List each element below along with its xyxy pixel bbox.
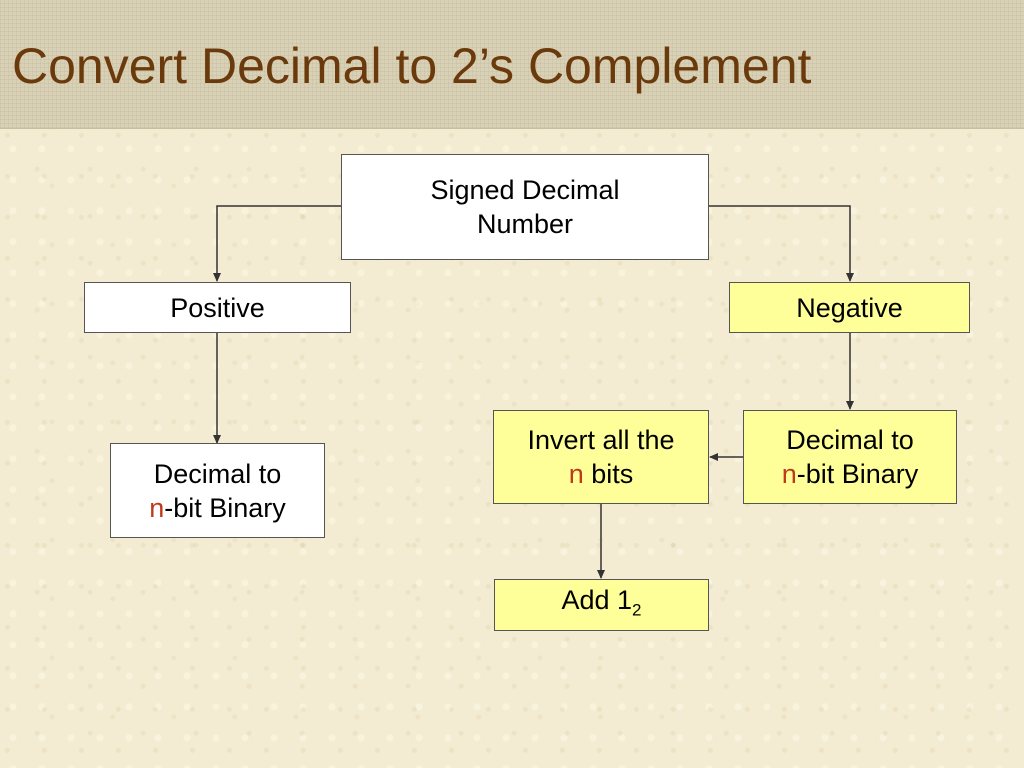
pos-convert-variable-n: n xyxy=(149,492,165,523)
node-positive-label: Positive xyxy=(170,292,265,323)
pos-convert-rest: -bit Binary xyxy=(164,492,286,523)
node-add-one: Add 12 xyxy=(494,579,709,631)
add-one-subscript: 2 xyxy=(632,600,642,620)
slide-title: Convert Decimal to 2’s Complement xyxy=(12,38,812,94)
invert-variable-n: n xyxy=(568,459,584,489)
node-signed-decimal-number: Signed Decimal Number xyxy=(341,154,709,260)
neg-convert-variable-n: n xyxy=(781,459,797,489)
node-signed-decimal-line2: Number xyxy=(476,209,574,239)
node-positive: Positive xyxy=(84,282,351,333)
invert-rest: bits xyxy=(583,459,634,489)
node-positive-decimal-to-binary: Decimal to n-bit Binary xyxy=(110,443,325,538)
node-negative-label: Negative xyxy=(796,292,903,323)
node-signed-decimal-line1: Signed Decimal xyxy=(430,175,620,205)
arrow-root-to-positive xyxy=(213,205,342,282)
arrow-root-to-negative xyxy=(708,205,854,282)
add-one-text: Add 1 xyxy=(561,584,633,615)
neg-convert-rest: -bit Binary xyxy=(796,459,919,489)
node-negative-decimal-to-binary: Decimal to n-bit Binary xyxy=(743,410,957,504)
title-bar: Convert Decimal to 2’s Complement xyxy=(0,0,1024,129)
node-negative: Negative xyxy=(729,282,970,333)
pos-convert-line1: Decimal to xyxy=(153,458,282,489)
invert-line1: Invert all the xyxy=(527,425,675,455)
neg-convert-line1: Decimal to xyxy=(786,425,914,455)
node-invert-bits: Invert all the n bits xyxy=(493,410,709,504)
